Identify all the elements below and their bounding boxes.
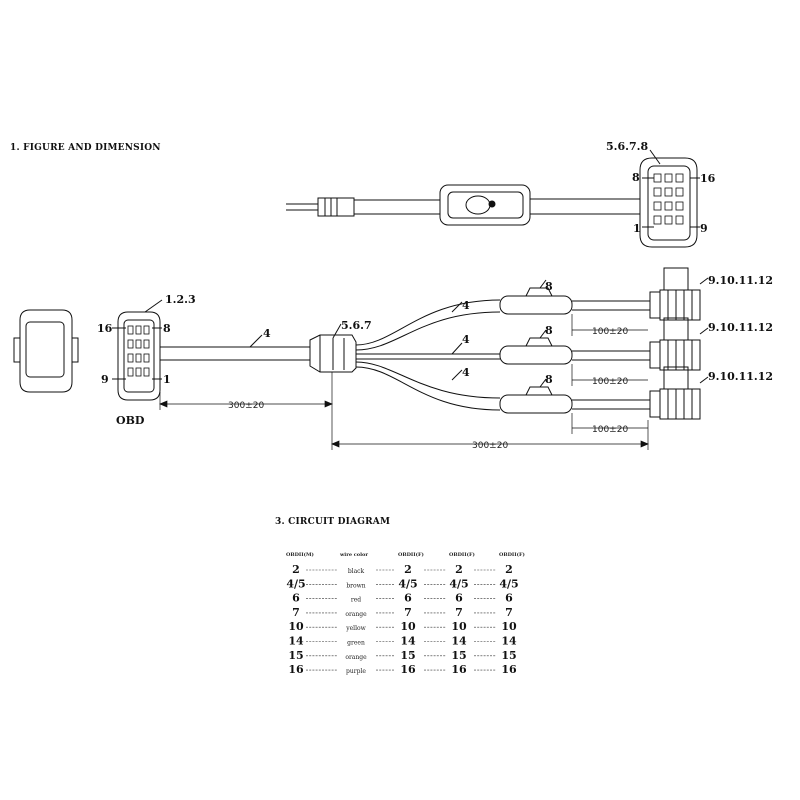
- circuit-pin-f1: 15: [400, 649, 415, 662]
- circuit-pin-f2: 6: [455, 592, 463, 605]
- switch-label-1: 8: [545, 280, 553, 293]
- circuit-pin-f1: 6: [404, 592, 412, 605]
- circuit-pin-m: 2: [292, 563, 300, 576]
- circuit-pin-f3: 7: [505, 606, 513, 619]
- switch-label-2: 8: [545, 324, 553, 337]
- branch-label-2: 4: [462, 333, 470, 346]
- splitter-label: 5.6.7: [341, 319, 372, 332]
- splitter-assembly: [13, 267, 709, 450]
- circuit-wire-color: orange: [345, 654, 367, 661]
- circuit-pin-f2: 7: [455, 606, 463, 619]
- circuit-pin-m: 6: [292, 592, 300, 605]
- circuit-pin-f1: 10: [400, 620, 416, 633]
- circuit-pin-f2: 16: [451, 663, 467, 676]
- dim-main: 300±20: [228, 401, 264, 411]
- switch-label-3: 8: [545, 373, 553, 386]
- circuit-pin-m: 4/5: [286, 577, 305, 590]
- top-pin-bottom-left: 1: [633, 222, 641, 235]
- circuit-pin-f3: 4/5: [499, 577, 518, 590]
- dim-branch-2: 100±20: [592, 377, 628, 387]
- top-cable-assembly: [286, 149, 700, 248]
- circuit-row: 14 green 14 14 14: [288, 635, 517, 648]
- obd-pin-16: 16: [97, 322, 113, 335]
- figure-heading: 1. FIGURE AND DIMENSION: [10, 143, 161, 153]
- dim-branch-1: 100±20: [592, 327, 628, 337]
- circuit-row: 4/5 brown 4/5 4/5 4/5: [286, 577, 518, 590]
- circuit-row: 10 yellow 10 10 10: [288, 620, 517, 633]
- circuit-row: 16 purple 16 16 16: [288, 663, 517, 676]
- circuit-pin-f1: 7: [404, 606, 412, 619]
- circuit-pin-f3: 14: [501, 635, 517, 648]
- circuit-pin-m: 10: [288, 620, 304, 633]
- top-pin-left: 8: [632, 171, 640, 184]
- circuit-row: 15 orange 15 15 15: [288, 649, 516, 662]
- circuit-wire-color: red: [351, 597, 361, 604]
- circuit-wire-color: green: [347, 640, 365, 647]
- circuit-wire-color: purple: [346, 668, 366, 675]
- circuit-header-obd-f2: OBDII(F): [449, 551, 475, 558]
- circuit-row: 6 red 6 6 6: [292, 592, 513, 605]
- circuit-pin-f2: 14: [451, 635, 467, 648]
- circuit-pin-f2: 4/5: [449, 577, 468, 590]
- dim-branch-3: 100±20: [592, 425, 628, 435]
- circuit-heading: 3. CIRCUIT DIAGRAM: [275, 517, 390, 527]
- obd-pins-label: 1.2.3: [165, 293, 196, 306]
- circuit-header-wire-color: wire color: [339, 552, 368, 558]
- top-connector-label: 5.6.7.8: [606, 140, 648, 153]
- circuit-table: OBDII(M) wire color OBDII(F) OBDII(F) OB…: [286, 551, 525, 676]
- circuit-pin-f1: 14: [400, 635, 416, 648]
- branch-label-3: 4: [462, 366, 470, 379]
- circuit-pin-m: 15: [288, 649, 303, 662]
- circuit-row: 2 black 2 2 2: [292, 563, 513, 576]
- circuit-wire-color: orange: [345, 611, 367, 618]
- circuit-row: 7 orange 7 7 7: [292, 606, 513, 619]
- top-pin-bottom-right: 9: [700, 222, 708, 235]
- obd-pin-9: 9: [101, 373, 109, 386]
- main-cable-label: 4: [263, 327, 271, 340]
- circuit-pin-m: 16: [288, 663, 304, 676]
- circuit-pin-f3: 2: [505, 563, 513, 576]
- circuit-pin-f2: 15: [451, 649, 466, 662]
- circuit-pin-f2: 10: [451, 620, 467, 633]
- circuit-pin-f1: 16: [400, 663, 416, 676]
- circuit-pin-f3: 10: [501, 620, 517, 633]
- top-pin-right: 16: [700, 172, 716, 185]
- circuit-header-obd-m: OBDII(M): [286, 551, 314, 558]
- end-label-3: 9.10.11.12: [708, 370, 773, 383]
- circuit-pin-f3: 6: [505, 592, 513, 605]
- circuit-pin-f1: 4/5: [398, 577, 417, 590]
- circuit-header-obd-f1: OBDII(F): [398, 551, 424, 558]
- obd-pin-8: 8: [163, 322, 171, 335]
- circuit-pin-m: 7: [292, 606, 300, 619]
- end-label-2: 9.10.11.12: [708, 321, 773, 334]
- end-label-1: 9.10.11.12: [708, 274, 773, 287]
- circuit-pin-f3: 15: [501, 649, 516, 662]
- circuit-pin-f2: 2: [455, 563, 463, 576]
- circuit-pin-f1: 2: [404, 563, 412, 576]
- circuit-header-obd-f3: OBDII(F): [499, 551, 525, 558]
- circuit-wire-color: brown: [346, 582, 365, 589]
- obd-label: OBD: [116, 414, 145, 427]
- circuit-wire-color: yellow: [345, 625, 366, 632]
- obd-pin-1: 1: [163, 373, 171, 386]
- dim-total: 300±20: [472, 441, 508, 451]
- circuit-pin-f3: 16: [501, 663, 517, 676]
- circuit-wire-color: black: [348, 568, 365, 575]
- circuit-pin-m: 14: [288, 635, 304, 648]
- branch-label-1: 4: [462, 299, 470, 312]
